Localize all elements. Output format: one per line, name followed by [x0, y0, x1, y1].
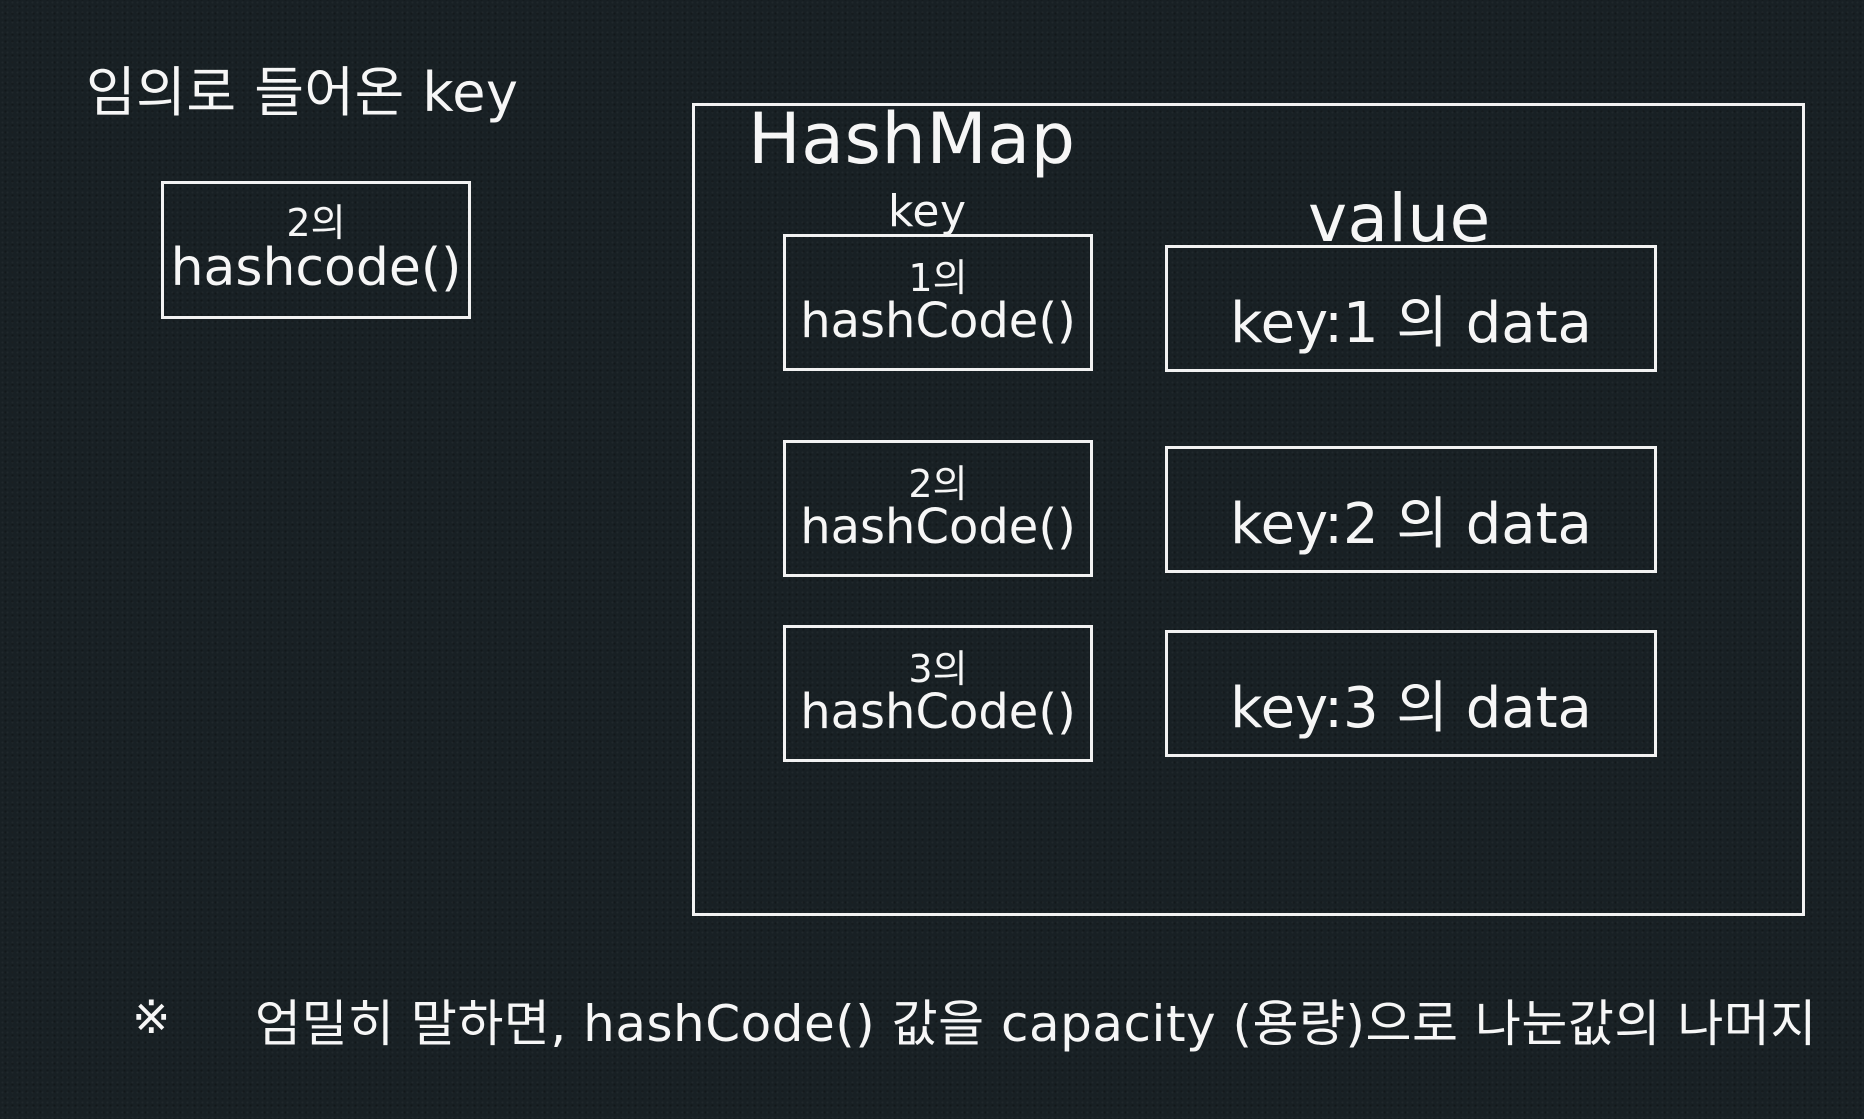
key-box: 3의 hashCode(): [783, 625, 1093, 762]
key-box: 1의 hashCode(): [783, 234, 1093, 371]
key-box-line1: 1의: [908, 256, 968, 300]
value-column-header: value: [1308, 180, 1491, 257]
value-box: key:1 의 data: [1165, 245, 1657, 372]
incoming-key-box-line2: hashcode(): [170, 238, 462, 298]
key-box-line2: hashCode(): [800, 499, 1076, 555]
incoming-key-box-line1: 2의: [286, 201, 346, 245]
value-box-text: key:1 의 data: [1230, 291, 1592, 356]
key-box-line1: 3의: [908, 647, 968, 691]
footnote-text: 엄밀히 말하면, hashCode() 값을 capacity (용량)으로 나…: [255, 995, 1817, 1053]
key-box-line2: hashCode(): [800, 293, 1076, 349]
value-box: key:3 의 data: [1165, 630, 1657, 757]
key-box: 2의 hashCode(): [783, 440, 1093, 577]
key-box-line1: 2의: [908, 462, 968, 506]
value-box: key:2 의 data: [1165, 446, 1657, 573]
key-column-header: key: [888, 186, 967, 237]
hashmap-title: HashMap: [748, 98, 1076, 180]
incoming-key-box: 2의 hashcode(): [161, 181, 471, 319]
value-box-text: key:2 의 data: [1230, 492, 1592, 557]
key-box-line2: hashCode(): [800, 684, 1076, 740]
incoming-key-label: 임의로 들어온 key: [86, 61, 519, 124]
hashmap-container: [692, 103, 1805, 916]
value-box-text: key:3 의 data: [1230, 676, 1592, 741]
reference-mark-icon: ※: [132, 990, 172, 1044]
